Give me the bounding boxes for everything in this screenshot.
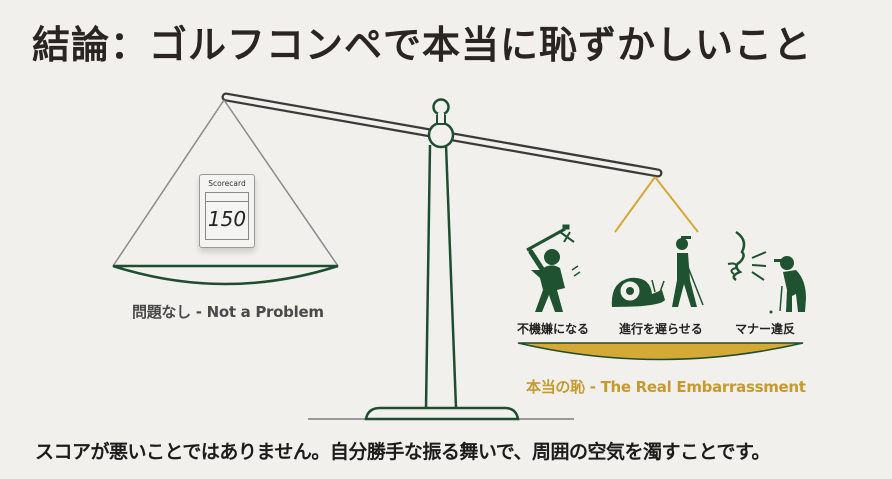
scorecard-grid: 150 — [205, 192, 249, 240]
item-label-slow-play: 進行を遅らせる — [619, 322, 703, 336]
right-pan-label: 本当の恥 - The Real Embarrassment — [526, 378, 806, 396]
pivot-knob — [432, 98, 450, 116]
left-strings — [112, 99, 339, 267]
left-pan — [112, 264, 339, 286]
page-title: 結論：ゴルフコンペで本当に恥ずかしいこと — [32, 22, 813, 67]
scale-base — [364, 406, 520, 421]
item-label-etiquette: マナー違反 — [735, 322, 796, 336]
scorecard: Scorecard 150 — [199, 174, 255, 248]
scale-post — [424, 144, 458, 409]
right-pan — [517, 342, 804, 361]
talking-during-putt-icon — [727, 230, 806, 314]
right-strings — [614, 176, 699, 233]
angry-golfer-icon — [526, 224, 581, 312]
item-label-bad-mood: 不機嫌になる — [517, 322, 590, 336]
conclusion-caption: スコアが悪いことではありません。自分勝手な振る舞いで、周囲の空気を濁すことです。 — [35, 441, 771, 463]
snail-slow-golfer-icon — [611, 236, 704, 307]
left-pan-label: 問題なし - Not a Problem — [132, 303, 324, 321]
scorecard-score: 150 — [207, 207, 247, 231]
scorecard-header: Scorecard — [208, 179, 246, 188]
pivot-circle — [427, 121, 455, 149]
